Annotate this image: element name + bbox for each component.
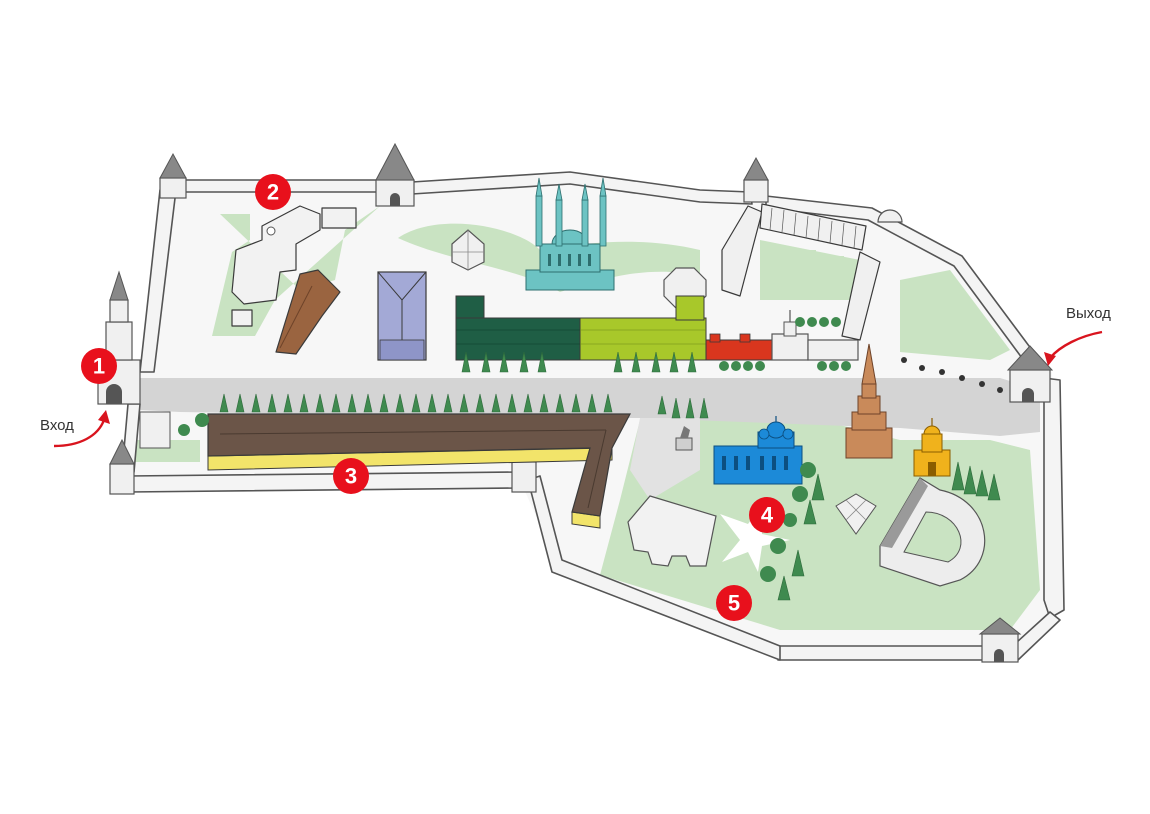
tower-southeast (978, 617, 1022, 663)
marker-5-label: 5 (728, 591, 740, 616)
building-small-north (321, 207, 357, 229)
tower-northeast (743, 156, 769, 203)
wall-north-central (411, 171, 753, 205)
tree-group-south-road (657, 395, 709, 419)
tower-spasskaya (97, 270, 141, 405)
marker-3[interactable]: 3 (333, 458, 369, 494)
wall-south (777, 645, 991, 661)
northeast-buildings (721, 203, 881, 341)
building-brown-l (275, 269, 341, 355)
wall-south-west (127, 471, 521, 493)
marker-2[interactable]: 2 (255, 174, 291, 210)
dome-pavilion (451, 229, 485, 271)
barracks-building (139, 411, 631, 529)
building-violet (377, 271, 427, 361)
building-northwest-complex (231, 205, 321, 305)
building-south-white (627, 495, 717, 567)
red-building (705, 333, 773, 361)
marker-2-label: 2 (267, 180, 279, 205)
palace-complex (455, 295, 707, 361)
tower-syuyumbike (845, 343, 893, 459)
tree-row-barracks (219, 393, 613, 413)
garden-paths (720, 508, 790, 572)
church-yellow (913, 418, 951, 477)
cathedral-blagoveshchensky (713, 416, 803, 485)
tower-round-north (877, 209, 903, 223)
tower-southwest (109, 438, 135, 495)
towers (97, 142, 1054, 663)
tree-group-church (951, 461, 1001, 501)
tree-row-road-east (719, 317, 851, 371)
small-pavilion-west (139, 411, 171, 449)
tower-north-gate (375, 142, 415, 207)
gate-church-white (771, 310, 859, 361)
mosque-kul-sharif (525, 177, 615, 291)
tree-group-garden (760, 462, 825, 601)
kremlin-walls (121, 171, 1065, 661)
lawn-northwest (212, 206, 380, 336)
building-horseshoe (879, 477, 986, 587)
building-small-west (231, 309, 253, 327)
tree-row-palace (461, 351, 697, 373)
marker-4[interactable]: 4 (749, 497, 785, 533)
northwest-buildings (231, 205, 357, 355)
marker-1-label: 1 (93, 354, 105, 379)
marker-3-label: 3 (345, 464, 357, 489)
wall-east (1043, 377, 1065, 619)
monument (675, 426, 693, 451)
exit-label: Выход (1066, 305, 1111, 322)
marker-5[interactable]: 5 (716, 585, 752, 621)
tree-single-west (178, 413, 209, 436)
lamp-posts (901, 357, 1003, 393)
marker-4-label: 4 (761, 503, 774, 528)
tower-tainitskaya (1006, 345, 1054, 403)
lawn-east (900, 270, 1010, 360)
tower-northwest (159, 152, 187, 199)
trees (178, 317, 1003, 601)
exit-arrow (1044, 330, 1103, 366)
entrance-label: Вход (40, 417, 74, 434)
entrance-arrow (53, 410, 110, 448)
marker-1[interactable]: 1 (81, 348, 117, 384)
pavilion-square (835, 493, 877, 535)
